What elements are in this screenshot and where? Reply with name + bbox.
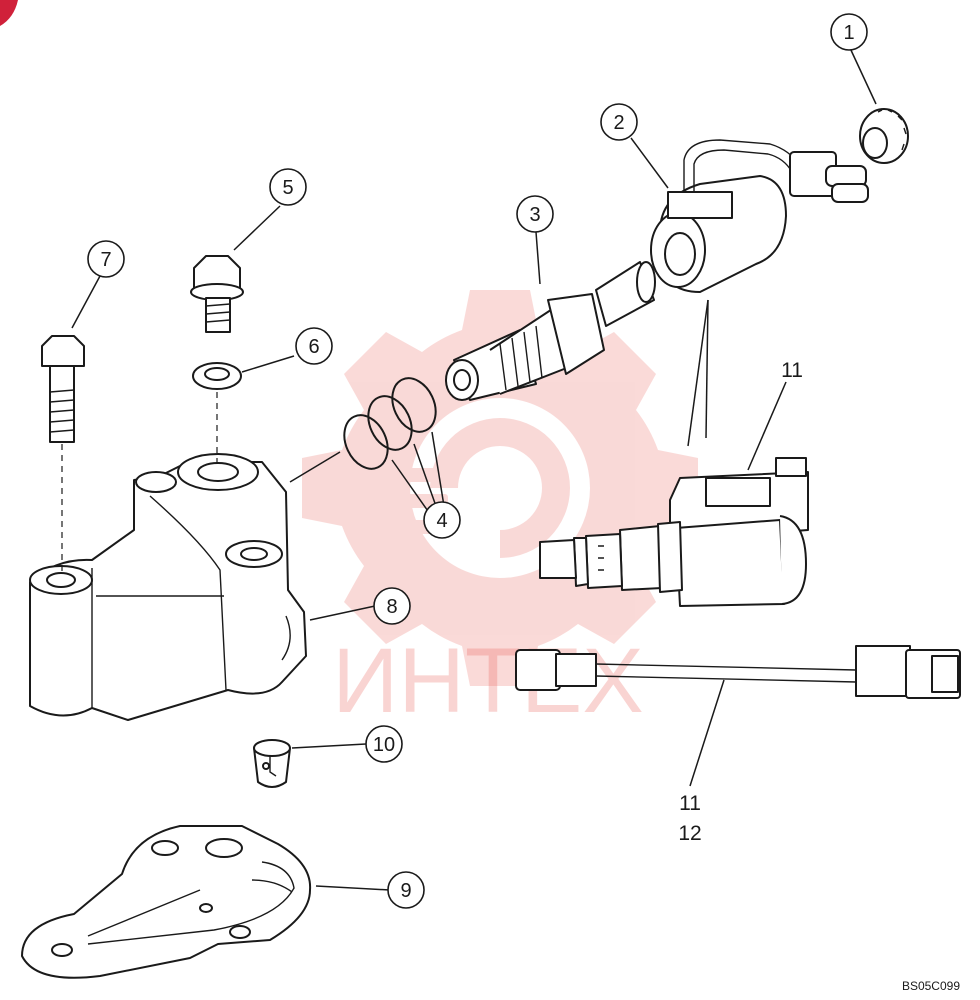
leader-lines [71, 47, 877, 891]
svg-text:10: 10 [373, 734, 395, 756]
part-1-knurled-nut [859, 108, 909, 164]
part-4-o-rings [343, 377, 437, 470]
svg-text:7: 7 [100, 249, 111, 271]
part-7-hex-bolt [41, 335, 85, 443]
corner-badge [0, 0, 18, 26]
part-12-wire-harness [515, 645, 961, 699]
svg-text:1: 1 [843, 22, 854, 44]
label-11-valve: 11 [781, 359, 803, 382]
part-9-gasket [21, 825, 312, 979]
callout-3: 3 [516, 195, 554, 233]
svg-text:9: 9 [400, 880, 411, 902]
callout-9: 9 [387, 871, 425, 909]
callout-1: 1 [830, 13, 868, 51]
label-12-harness: 12 [678, 822, 701, 845]
part-8-valve-housing [29, 453, 307, 721]
callout-6: 6 [295, 327, 333, 365]
svg-text:8: 8 [386, 596, 397, 618]
svg-text:4: 4 [436, 510, 447, 532]
watermark-text: ИНТЕХ [332, 630, 644, 732]
part-6-washer [192, 362, 242, 390]
callout-10: 10 [365, 725, 403, 763]
callout-4: 4 [423, 501, 461, 539]
part-3-cartridge-valve [445, 261, 656, 401]
callout-7: 7 [87, 240, 125, 278]
svg-text:5: 5 [282, 177, 293, 199]
callout-2: 2 [600, 103, 638, 141]
svg-text:3: 3 [529, 204, 540, 226]
label-11-harness: 11 [679, 792, 701, 815]
callout-5: 5 [269, 168, 307, 206]
callout-8: 8 [373, 587, 411, 625]
part-2-solenoid-coil [650, 139, 869, 293]
part-11-solenoid-valve [539, 457, 809, 607]
svg-text:6: 6 [308, 336, 319, 358]
part-5-flange-bolt [190, 255, 244, 333]
figure-code: BS05C099 [902, 979, 960, 993]
part-10-sleeve [253, 739, 291, 788]
svg-text:2: 2 [613, 112, 624, 134]
